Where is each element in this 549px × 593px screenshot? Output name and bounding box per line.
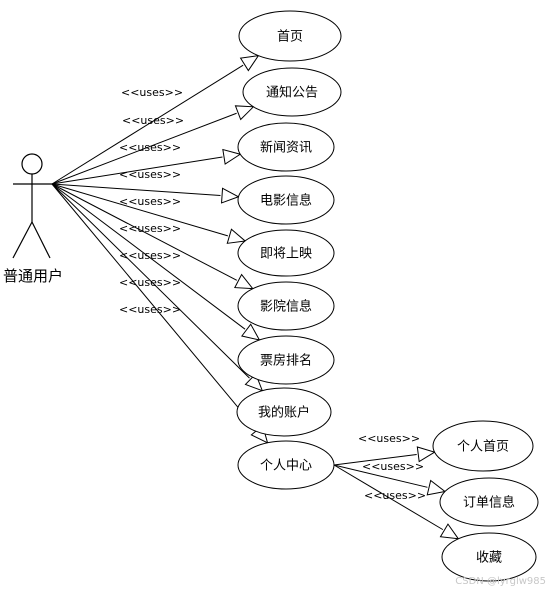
assoc-5-line xyxy=(51,183,238,281)
actor-head xyxy=(21,153,43,175)
use-case-0-label: 首页 xyxy=(277,30,303,45)
use-case-3-label: 电影信息 xyxy=(260,193,312,209)
use-case-3-ellipse[interactable] xyxy=(237,175,335,225)
assoc-0-line xyxy=(51,64,244,185)
sub-assoc-1-line xyxy=(333,464,428,488)
sub-assoc-2-arrowhead xyxy=(439,523,460,540)
use-case-7-label: 我的账户 xyxy=(258,405,310,421)
uses-label-2: <<uses>> xyxy=(119,141,181,154)
sub-use-case-0[interactable]: 个人首页 xyxy=(432,420,534,472)
uses-label-1: <<uses>> xyxy=(122,114,184,127)
use-case-4-ellipse[interactable] xyxy=(237,229,335,277)
assoc-8-line xyxy=(51,183,257,430)
use-case-4-label: 即将上映 xyxy=(260,247,312,262)
use-case-5-ellipse[interactable] xyxy=(237,281,335,331)
use-case-6-label: 票房排名 xyxy=(260,353,312,369)
uses-label-8: <<uses>> xyxy=(119,303,181,316)
use-case-3[interactable]: 电影信息 xyxy=(237,175,335,225)
associations xyxy=(51,54,460,540)
sub-assoc-0-arrowhead xyxy=(416,446,436,463)
sub-use-case-1[interactable]: 订单信息 xyxy=(439,477,539,527)
use-case-2-label: 新闻资讯 xyxy=(260,140,312,156)
actor-label: 普通用户 xyxy=(3,267,63,285)
sub-assoc-0-line xyxy=(333,453,417,466)
use-case-1-label: 通知公告 xyxy=(266,85,318,101)
assoc-4-line xyxy=(51,183,228,237)
sub-uses-label-0: <<uses>> xyxy=(358,432,420,445)
use-case-8-ellipse[interactable] xyxy=(237,440,335,490)
use-case-8[interactable]: 个人中心 xyxy=(237,440,335,490)
use-case-0[interactable]: 首页 xyxy=(238,10,342,62)
use-case-8-label: 个人中心 xyxy=(260,459,312,474)
sub-uses-label-2: <<uses>> xyxy=(364,489,426,502)
actor-right-leg xyxy=(31,221,51,259)
use-case-6-ellipse[interactable] xyxy=(237,335,335,385)
sub-assoc-2-line xyxy=(333,464,444,531)
uses-label-0: <<uses>> xyxy=(121,86,183,99)
use-case-7[interactable]: 我的账户 xyxy=(236,387,332,437)
use-case-0-ellipse[interactable] xyxy=(238,10,342,62)
use-case-5[interactable]: 影院信息 xyxy=(237,281,335,331)
assoc-6-arrowhead xyxy=(241,323,261,341)
sub-assoc-1-arrowhead xyxy=(426,479,447,496)
use-case-5-label: 影院信息 xyxy=(260,299,312,315)
use-case-7-ellipse[interactable] xyxy=(236,387,332,437)
use-case-1-ellipse[interactable] xyxy=(242,67,342,117)
uses-labels: <<uses>> <<uses>> <<uses>> <<uses>> <<uses>>… xyxy=(119,86,426,502)
use-case-4[interactable]: 即将上映 xyxy=(237,229,335,277)
assoc-7-arrowhead xyxy=(244,373,264,392)
actor-left-leg xyxy=(12,221,33,259)
assoc-4-arrowhead xyxy=(226,228,247,244)
use-case-6[interactable]: 票房排名 xyxy=(237,335,335,385)
assoc-0-arrowhead xyxy=(239,54,260,72)
sub-use-case-0-label: 个人首页 xyxy=(457,440,509,455)
actor-figure xyxy=(12,153,52,259)
sub-use-case-1-label: 订单信息 xyxy=(463,495,515,511)
uses-label-6: <<uses>> xyxy=(119,249,181,262)
assoc-3-line xyxy=(51,183,221,197)
assoc-1-line xyxy=(51,112,237,185)
use-case-2-ellipse[interactable] xyxy=(237,122,335,172)
uses-label-5: <<uses>> xyxy=(119,222,181,235)
assoc-5-arrowhead xyxy=(234,273,254,290)
assoc-6-line xyxy=(51,183,246,330)
sub-use-case-2[interactable]: 收藏 xyxy=(441,532,537,582)
sub-use-case-0-ellipse[interactable] xyxy=(432,420,534,472)
sub-uses-label-1: <<uses>> xyxy=(362,460,424,473)
assoc-2-line xyxy=(51,156,223,185)
sub-use-case-1-ellipse[interactable] xyxy=(439,477,539,527)
use-case-1[interactable]: 通知公告 xyxy=(242,67,342,117)
uses-label-7: <<uses>> xyxy=(119,276,181,289)
assoc-2-arrowhead xyxy=(222,148,242,165)
assoc-3-arrowhead xyxy=(220,187,240,204)
assoc-1-arrowhead xyxy=(234,105,255,121)
sub-use-case-2-ellipse[interactable] xyxy=(441,532,537,582)
use-case-2[interactable]: 新闻资讯 xyxy=(237,122,335,172)
assoc-7-line xyxy=(51,183,250,379)
sub-use-case-2-label: 收藏 xyxy=(476,551,502,566)
watermark: CSDN @lyrglw985 xyxy=(455,576,546,587)
uses-label-3: <<uses>> xyxy=(119,168,181,181)
uses-label-4: <<uses>> xyxy=(119,195,181,208)
